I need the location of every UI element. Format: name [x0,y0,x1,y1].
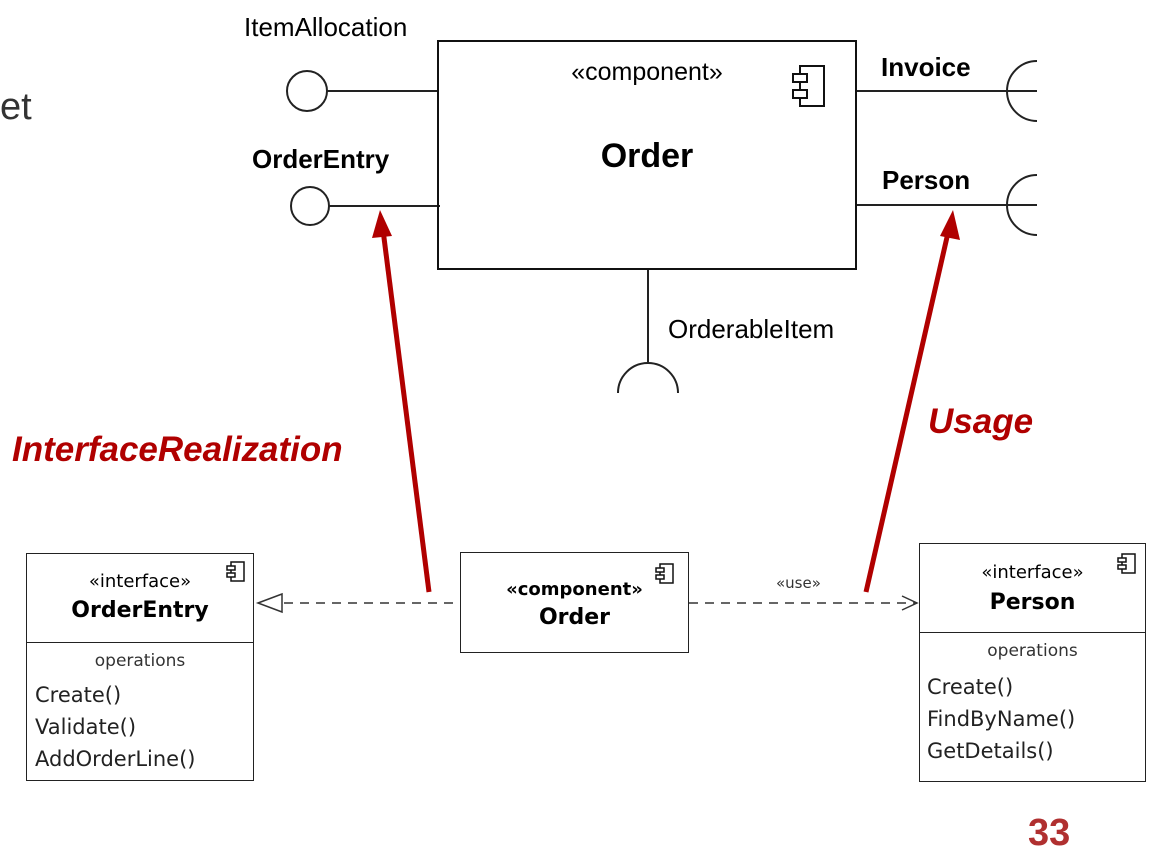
interface-realization-label: InterfaceRealization [12,430,343,469]
component-icon [1117,553,1136,574]
use-connector [689,595,919,611]
person-name: Person [989,590,1076,615]
itemallocation-lollipop [286,70,437,112]
page-number: 33 [1028,812,1071,854]
component-icon [792,65,825,107]
orderentry-lollipop [290,186,440,226]
usage-red-arrow [863,223,953,593]
orderentry-stereotype: «interface» [88,571,192,592]
person-label: Person [882,165,971,195]
orderentry-op-addorderline: AddOrderLine() [35,747,196,771]
orderentry-op-create: Create() [35,683,122,707]
person-operations-header: operations [987,641,1078,661]
orderentry-op-validate: Validate() [35,715,137,739]
order-name: Order [538,605,611,630]
realization-connector [255,592,460,614]
component-icon [226,561,245,582]
order-component-box: «component» Order [437,40,857,270]
realization-red-arrow [379,221,432,593]
orderableitem-socket [617,270,679,394]
component-name: Order [600,137,694,175]
orderentry-operations-header: operations [94,651,186,671]
component-icon [655,563,674,584]
order-component-small-box: «component» Order [460,552,689,653]
component-stereotype: «component» [571,58,723,86]
usage-red-arrowhead [940,210,960,240]
person-divider [920,632,1145,633]
use-stereotype: «use» [776,574,821,592]
order-stereotype: «component» [506,579,643,600]
person-socket [857,174,1038,236]
orderentry-divider [27,642,253,643]
slide-text-fragment: et [0,86,32,128]
orderentry-interface-box: «interface» OrderEntry operations Create… [26,553,254,781]
orderentry-label: OrderEntry [252,144,390,174]
invoice-label: Invoice [881,52,971,82]
itemallocation-label: ItemAllocation [244,12,408,42]
person-op-findbyname: FindByName() [927,707,1076,731]
orderableitem-label: OrderableItem [668,314,835,344]
realization-red-arrowhead [372,210,392,238]
person-interface-box: «interface» Person operations Create() F… [919,543,1146,782]
person-stereotype: «interface» [981,562,1084,583]
person-op-getdetails: GetDetails() [927,739,1054,763]
invoice-socket [857,60,1038,122]
person-op-create: Create() [927,675,1014,699]
orderentry-name: OrderEntry [71,598,209,623]
usage-label: Usage [928,402,1034,441]
